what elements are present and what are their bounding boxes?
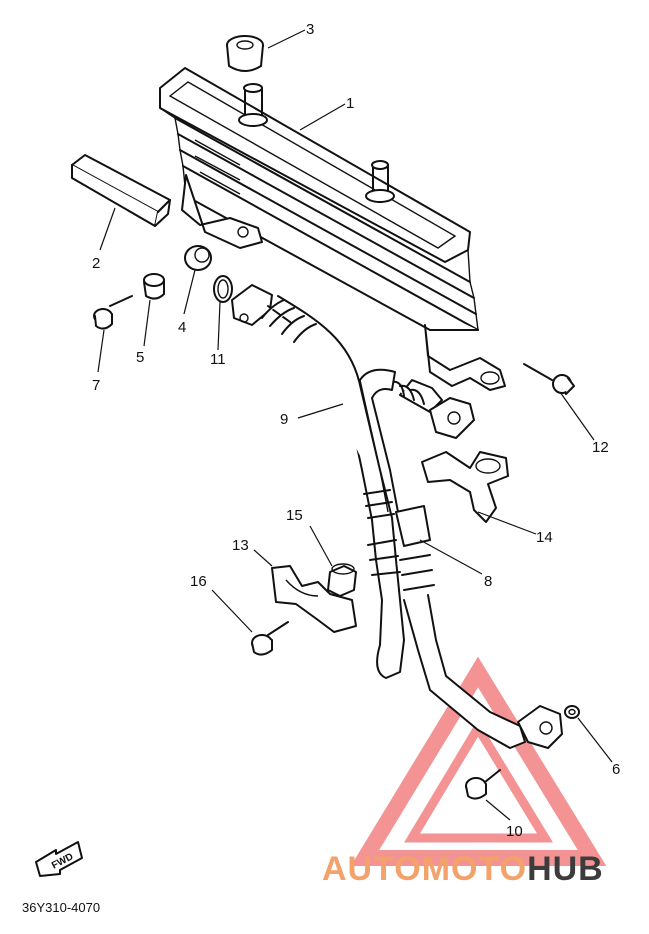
watermark-logo: AUTOMOTOHUB [322, 850, 604, 888]
label-15: 15 [286, 507, 303, 524]
label-5: 5 [136, 349, 144, 366]
grommet-part-3 [226, 35, 264, 72]
watermark-hub: HUB [527, 850, 604, 888]
label-12: 12 [592, 439, 609, 456]
grommet-part-4 [184, 245, 212, 271]
bolt-part-16 [251, 621, 289, 656]
hose-fitting-flange [517, 705, 563, 749]
label-14: 14 [536, 529, 553, 546]
washer-part-6 [564, 705, 580, 719]
label-11: 11 [210, 351, 226, 368]
label-9: 9 [280, 411, 288, 428]
o-ring-part-11 [213, 275, 233, 303]
bolt-part-10 [465, 769, 501, 800]
oil-cooler-part-1 [159, 67, 506, 391]
label-13: 13 [232, 537, 249, 554]
label-6: 6 [612, 761, 620, 778]
clamp-part-13 [271, 565, 357, 633]
label-4: 4 [178, 319, 186, 336]
oil-hose-part-8 [359, 368, 526, 749]
collar-part-5 [143, 273, 165, 300]
label-1: 1 [346, 95, 354, 112]
label-8: 8 [484, 573, 492, 590]
label-7: 7 [92, 377, 100, 394]
fwd-arrow-icon: FWD [35, 841, 83, 877]
strip-part-2 [71, 154, 171, 227]
clamp-part-14 [421, 451, 509, 523]
leader-lines [97, 29, 613, 821]
bolt-part-7 [93, 295, 133, 330]
label-16: 16 [190, 573, 207, 590]
watermark-triangle-icon [350, 656, 607, 866]
watermark-automoto: AUTOMOTO [322, 850, 527, 888]
label-3: 3 [306, 21, 314, 38]
part-number-labels: 3 1 2 4 5 7 11 9 12 14 15 13 8 16 6 10 [92, 21, 620, 840]
label-2: 2 [92, 255, 100, 272]
bolt-part-12 [523, 363, 575, 395]
diagram-code: 36Y310-4070 [22, 900, 100, 915]
label-10: 10 [506, 823, 523, 840]
collar-part-15 [327, 563, 357, 597]
